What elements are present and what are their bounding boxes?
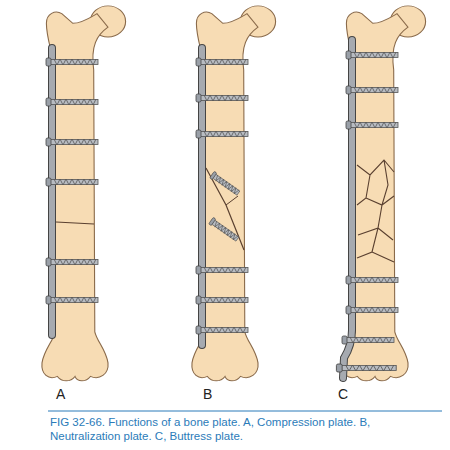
panel-letter: B [203, 386, 212, 402]
figure-caption: FIG 32-66. Functions of a bone plate. A,… [50, 415, 440, 443]
panel-letter: A [56, 386, 65, 402]
panel-letter: C [338, 386, 348, 402]
